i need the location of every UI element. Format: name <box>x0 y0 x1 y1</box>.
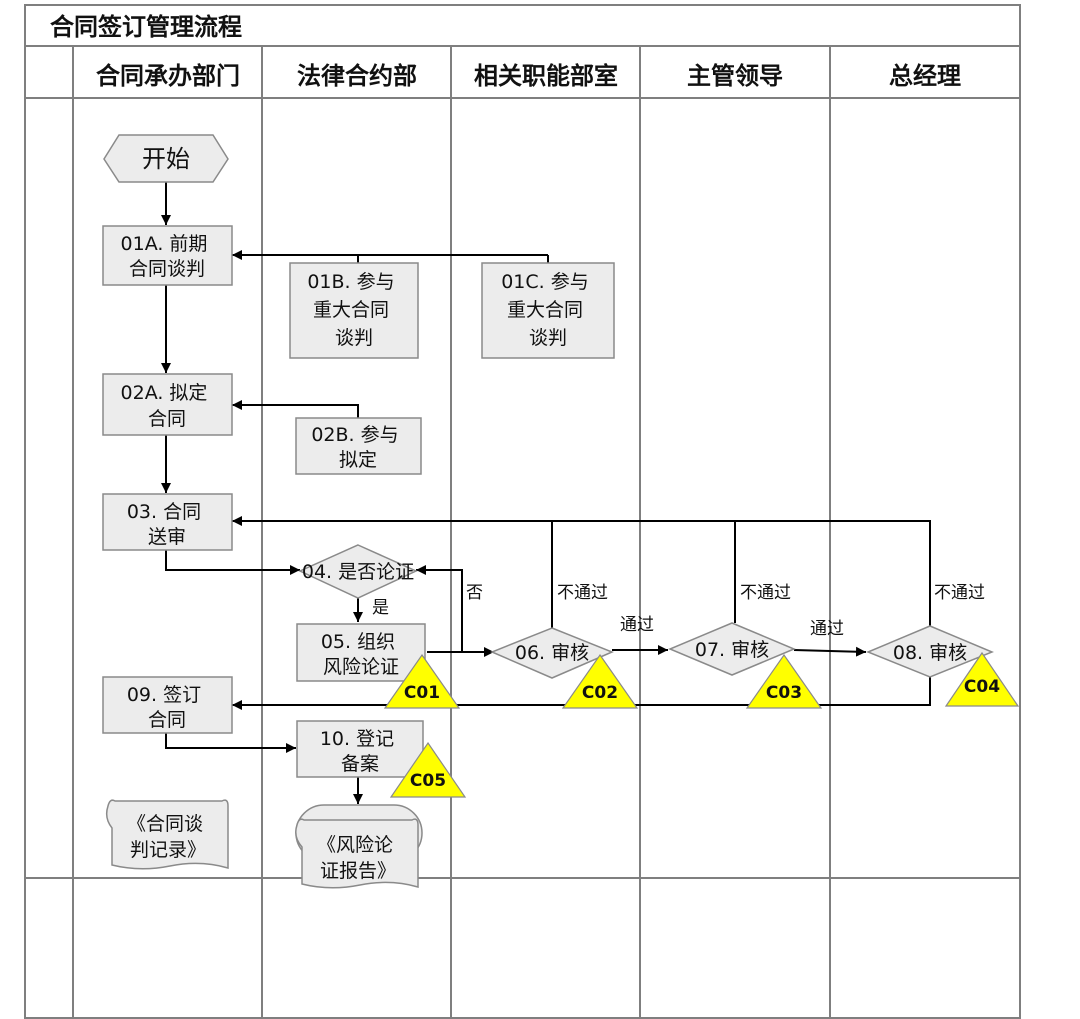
page-title: 合同签订管理流程 <box>50 13 242 41</box>
svg-text:01A. 前期 合同谈判: 01A. 前期 合同谈判 <box>121 233 214 280</box>
process-01b-line1: 01B. 参与 <box>307 271 394 293</box>
document-negotiation-record: 《合同谈 判记录》 <box>105 799 229 870</box>
control-c02: C02 <box>561 653 639 709</box>
edge-label-pass-06: 通过 <box>620 615 654 635</box>
process-03-line2: 送审 <box>148 526 186 548</box>
process-05-line1: 05. 组织 <box>321 631 395 653</box>
control-c05: C05 <box>389 741 467 798</box>
edge-label-fail-07: 不通过 <box>740 583 791 603</box>
process-02b-line1: 02B. 参与 <box>311 424 398 446</box>
control-c05-label: C05 <box>410 771 446 791</box>
decision-06-label: 06. 审核 <box>515 642 589 664</box>
document-risk-line1: 《风险论 <box>317 834 393 856</box>
svg-text:02A. 拟定 合同: 02A. 拟定 合同 <box>121 382 214 430</box>
decision-06: 06. 审核 <box>490 627 614 679</box>
process-01b-line3: 谈判 <box>335 327 373 349</box>
edge-09-10 <box>165 733 296 753</box>
svg-text:05. 组织 风险论证: 05. 组织 风险论证 <box>321 631 401 678</box>
process-01c: 01C. 参与 重大合同 谈判 <box>481 262 615 359</box>
edge-label-pass-07: 通过 <box>810 619 844 639</box>
process-10: 10. 登记 备案 <box>296 720 424 778</box>
process-09: 09. 签订 合同 <box>102 676 233 734</box>
document-risk-line2: 证报告》 <box>320 860 396 882</box>
svg-text:《合同谈 判记录》: 《合同谈 判记录》 <box>127 813 209 861</box>
svg-text:09. 签订 合同: 09. 签订 合同 <box>127 684 207 731</box>
control-c04-label: C04 <box>964 677 1000 697</box>
process-01c-line1: 01C. 参与 <box>501 271 589 293</box>
process-02a-line1: 02A. 拟定 <box>121 382 208 404</box>
edge-08-09 <box>232 674 931 710</box>
process-02a: 02A. 拟定 合同 <box>102 373 233 436</box>
decision-04: 04. 是否论证 <box>298 544 418 599</box>
lane-header-functional-dept: 相关职能部室 <box>474 62 618 90</box>
process-02a-line2: 合同 <box>148 408 186 430</box>
control-c01: C01 <box>383 653 461 709</box>
process-02b-line2: 拟定 <box>339 449 377 471</box>
svg-text:02B. 参与 拟定: 02B. 参与 拟定 <box>311 424 404 471</box>
process-09-line2: 合同 <box>148 709 186 731</box>
decision-08-label: 08. 审核 <box>893 642 967 664</box>
process-03-line1: 03. 合同 <box>127 501 201 523</box>
decision-07: 07. 审核 <box>668 622 796 676</box>
edge-07-08-pass <box>793 646 867 657</box>
lane-header-legal-dept: 法律合约部 <box>297 62 417 90</box>
document-negotiation-line1: 《合同谈 <box>127 813 203 835</box>
process-02b: 02B. 参与 拟定 <box>295 417 422 475</box>
edge-03-04 <box>165 550 300 575</box>
lane-header-gm: 总经理 <box>889 62 961 90</box>
decision-08: 08. 审核 <box>866 625 994 678</box>
svg-text:《风险论 证报告》: 《风险论 证报告》 <box>317 834 399 882</box>
edge-label-no: 否 <box>466 583 483 603</box>
process-01b: 01B. 参与 重大合同 谈判 <box>289 262 419 359</box>
process-10-line2: 备案 <box>341 753 379 775</box>
svg-text:01C. 参与 重大合同 谈判: 01C. 参与 重大合同 谈判 <box>501 271 595 349</box>
process-01c-line3: 谈判 <box>529 327 567 349</box>
edge-08-03-fail <box>232 516 931 626</box>
start-node: 开始 <box>103 134 229 183</box>
control-c03: C03 <box>745 653 823 709</box>
process-05: 05. 组织 风险论证 <box>296 623 426 682</box>
process-01b-line2: 重大合同 <box>313 299 389 321</box>
swimlane-grid <box>24 4 1021 1019</box>
process-01c-line2: 重大合同 <box>507 299 583 321</box>
svg-text:01B. 参与 重大合同 谈判: 01B. 参与 重大合同 谈判 <box>307 271 400 349</box>
decision-04-label: 04. 是否论证 <box>302 561 414 583</box>
control-c04: C04 <box>944 651 1020 707</box>
edge-label-yes: 是 <box>372 598 389 618</box>
control-c01-label: C01 <box>404 683 440 703</box>
start-label: 开始 <box>142 145 190 173</box>
edge-label-fail-06: 不通过 <box>557 583 608 603</box>
control-c02-label: C02 <box>582 683 618 703</box>
process-01a-line1: 01A. 前期 <box>121 233 208 255</box>
edge-02b-02a <box>232 400 359 418</box>
control-c03-label: C03 <box>766 683 802 703</box>
process-05-line2: 风险论证 <box>323 656 399 678</box>
process-10-line1: 10. 登记 <box>320 728 394 750</box>
svg-text:10. 登记 备案: 10. 登记 备案 <box>320 728 400 775</box>
process-09-line1: 09. 签订 <box>127 684 201 706</box>
edge-label-fail-08: 不通过 <box>934 583 985 603</box>
connectors <box>161 182 931 804</box>
process-01a: 01A. 前期 合同谈判 <box>102 225 233 286</box>
edge-01bc-01a <box>232 255 549 263</box>
process-03: 03. 合同 送审 <box>102 493 233 551</box>
decision-07-label: 07. 审核 <box>695 639 769 661</box>
svg-text:03. 合同 送审: 03. 合同 送审 <box>127 501 207 548</box>
lane-header-contract-dept: 合同承办部门 <box>96 62 240 90</box>
edge-06-04-no <box>416 565 463 652</box>
lane-header-supervisor: 主管领导 <box>687 62 783 90</box>
document-negotiation-line2: 判记录》 <box>130 839 206 861</box>
process-01a-line2: 合同谈判 <box>129 258 205 280</box>
document-risk-report: 《风险论 证报告》 <box>295 818 419 889</box>
